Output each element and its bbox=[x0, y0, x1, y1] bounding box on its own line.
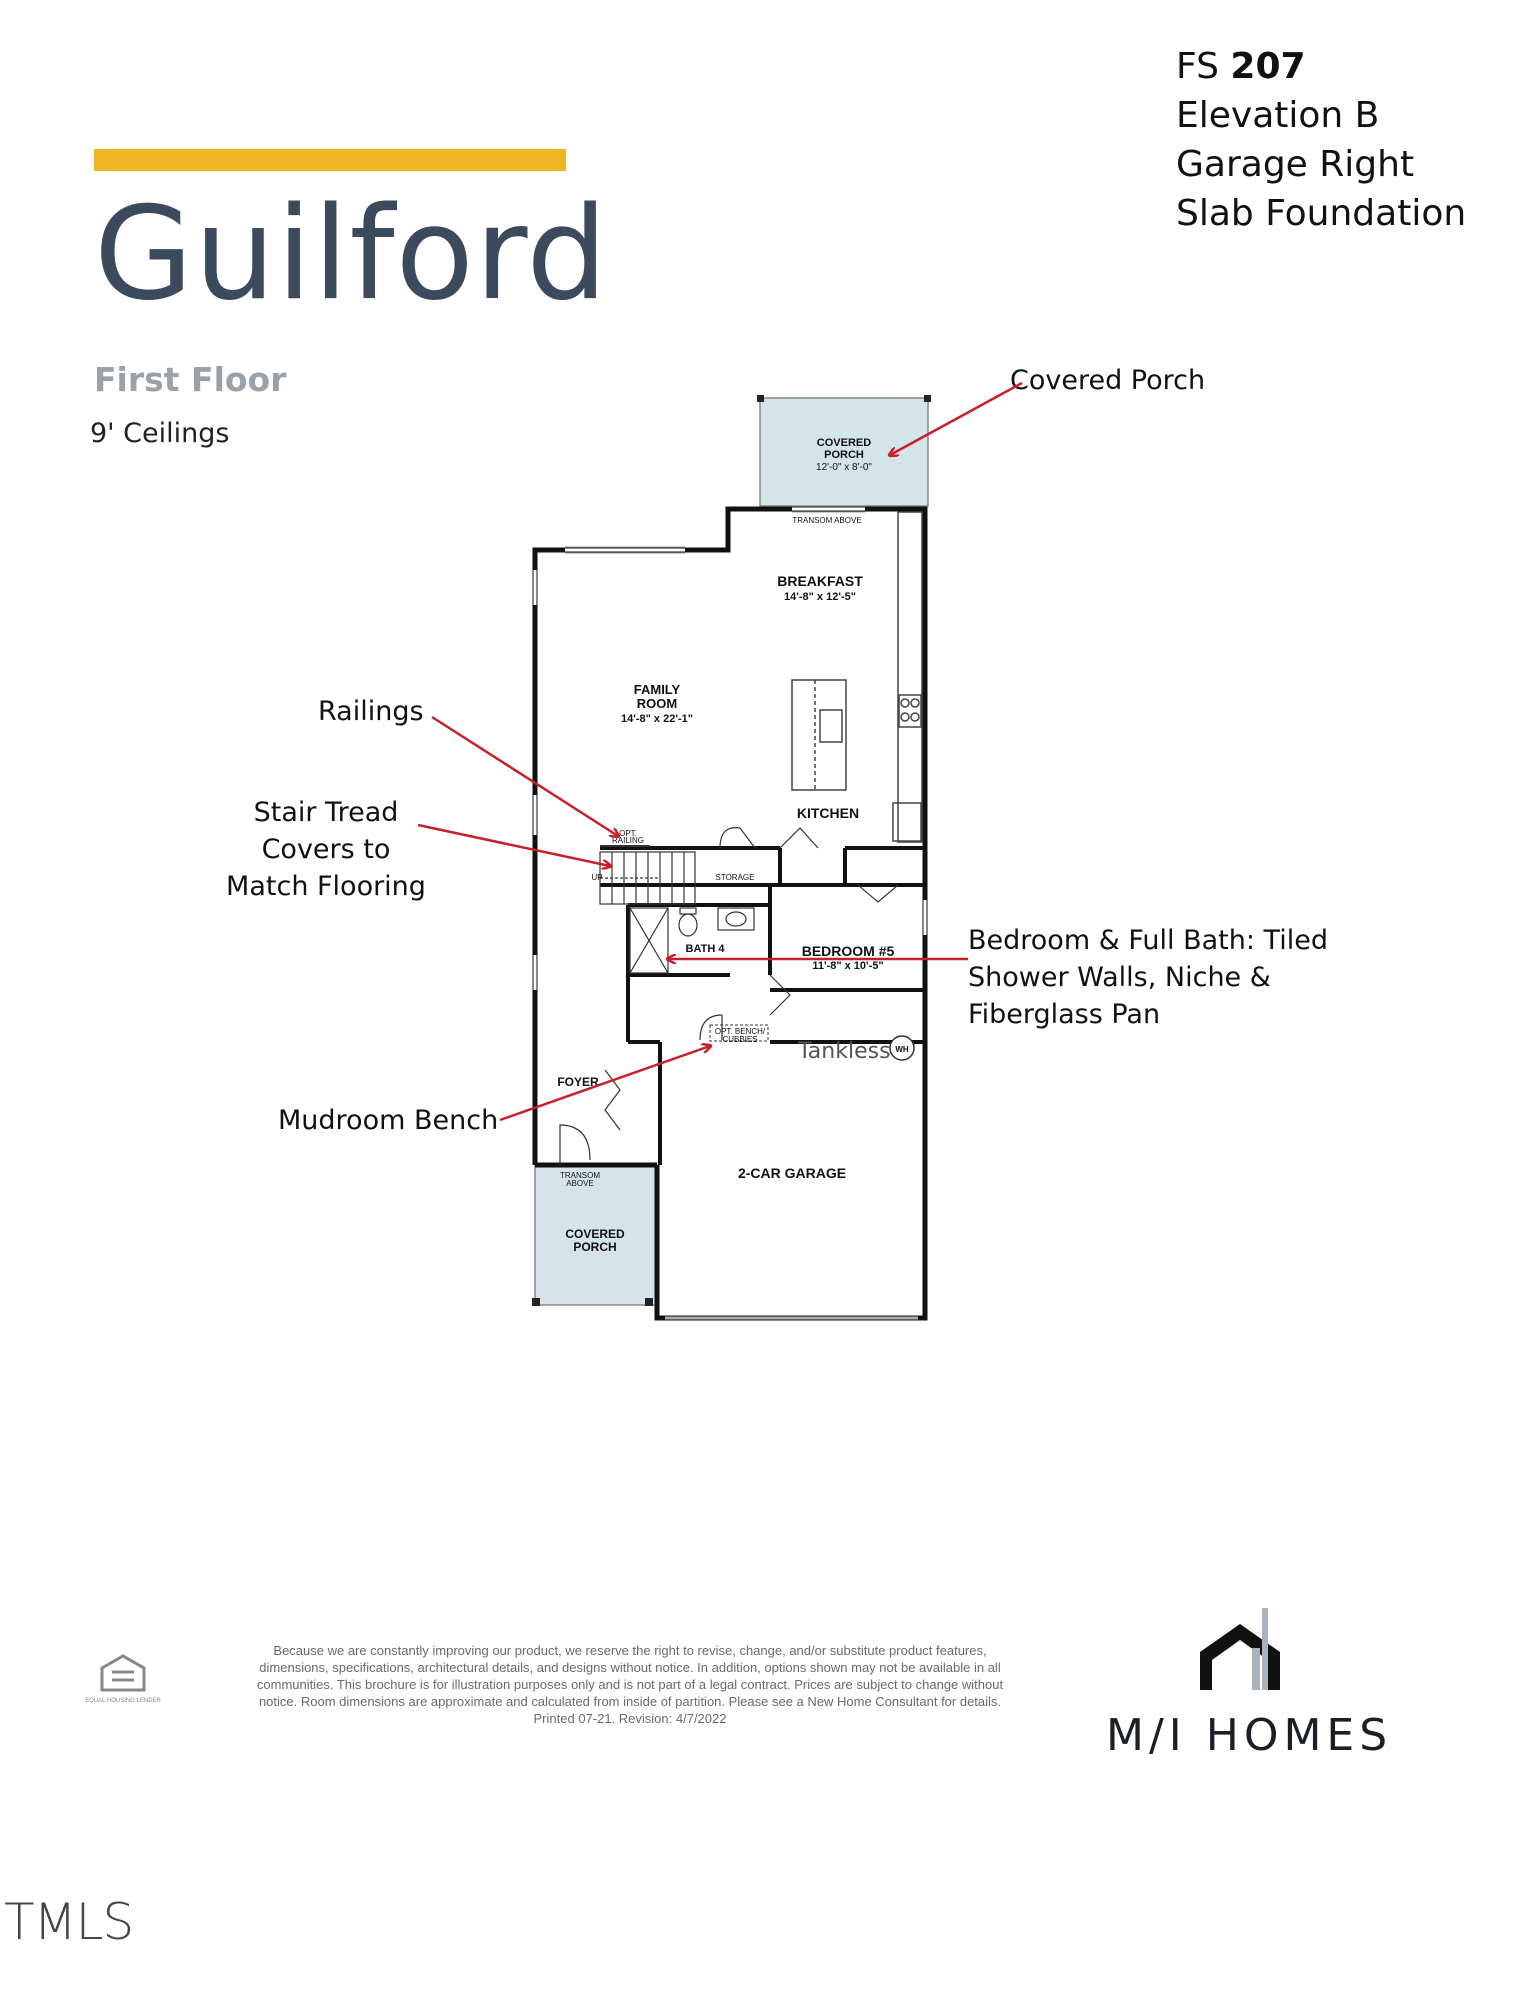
foundation: Slab Foundation bbox=[1176, 193, 1467, 234]
label-breakfast: BREAKFAST bbox=[777, 573, 863, 589]
front-porch-area bbox=[534, 1164, 658, 1306]
disclaimer: Because we are constantly improving our … bbox=[256, 1643, 1004, 1726]
ceiling-height: 9' Ceilings bbox=[90, 418, 230, 449]
mi-homes-logo-icon bbox=[1200, 1608, 1280, 1690]
label-wh: WH bbox=[895, 1045, 909, 1054]
label-bath: BATH 4 bbox=[686, 943, 726, 955]
label-transom-front-2: ABOVE bbox=[566, 1179, 594, 1188]
tmls-watermark: TMLS bbox=[4, 1893, 134, 1951]
equal-housing-icon bbox=[100, 1654, 146, 1692]
label-tankless: Tankless bbox=[797, 1039, 891, 1064]
label-rear-porch-dim: 12'-0" x 8'-0" bbox=[816, 462, 872, 473]
label-garage: 2-CAR GARAGE bbox=[738, 1165, 846, 1181]
callout-stair-tread: Stair Tread Covers to Match Flooring bbox=[226, 797, 426, 902]
label-transom-front: TRANSOM bbox=[560, 1171, 600, 1180]
label-opt-railing: OPT. bbox=[619, 829, 637, 838]
accent-bar bbox=[94, 149, 566, 171]
water-heater-icon bbox=[889, 1035, 915, 1061]
label-bedroom: BEDROOM #5 bbox=[802, 943, 895, 959]
kitchen-island bbox=[791, 679, 847, 791]
callout-mudroom-bench: Mudroom Bench bbox=[278, 1105, 499, 1136]
label-breakfast-dim: 14'-8" x 12'-5" bbox=[784, 591, 856, 603]
callout-bedroom-bath: Bedroom & Full Bath: Tiled Shower Walls,… bbox=[968, 925, 1328, 1030]
garage-side: Garage Right bbox=[1176, 144, 1415, 185]
label-front-porch-2: PORCH bbox=[573, 1240, 616, 1254]
mudroom-bench bbox=[709, 1024, 769, 1042]
label-kitchen: KITCHEN bbox=[797, 805, 859, 821]
plan-number: FS 207 bbox=[1176, 46, 1306, 87]
staircase bbox=[599, 845, 696, 905]
label-foyer: FOYER bbox=[557, 1075, 599, 1089]
bath-fixtures bbox=[629, 907, 755, 974]
callout-covered-porch: Covered Porch bbox=[1010, 365, 1206, 396]
label-bench: OPT. BENCH/ bbox=[715, 1027, 766, 1036]
kitchen-counter bbox=[892, 511, 923, 843]
rear-porch-area bbox=[759, 397, 929, 507]
label-bedroom-dim: 11'-8" x 10'-5" bbox=[812, 960, 883, 972]
elevation: Elevation B bbox=[1176, 95, 1380, 136]
label-rear-porch: COVERED bbox=[817, 437, 871, 449]
equal-housing-text: EQUAL HOUSING LENDER bbox=[85, 1698, 161, 1704]
label-bench-2: CUBBIES bbox=[722, 1035, 757, 1044]
label-rear-porch-2: PORCH bbox=[824, 449, 864, 461]
label-family-dim: 14'-8" x 22'-1" bbox=[621, 713, 693, 725]
label-front-porch: COVERED bbox=[565, 1227, 625, 1241]
interior-walls bbox=[600, 846, 925, 1165]
callout-arrows bbox=[417, 381, 1023, 1122]
label-storage: STORAGE bbox=[716, 873, 755, 882]
page-title: Guilford bbox=[94, 180, 609, 329]
label-family-2: ROOM bbox=[637, 696, 677, 711]
plan-info: FS 207 Elevation B Garage Right Slab Fou… bbox=[1176, 42, 1466, 238]
floor-label: First Floor bbox=[94, 360, 287, 399]
label-transom-rear: TRANSOM ABOVE bbox=[792, 516, 861, 525]
brand-name: M/I HOMES bbox=[1106, 1710, 1393, 1761]
label-opt-railing-2: RAILING bbox=[612, 836, 644, 845]
label-up: UP bbox=[591, 873, 602, 882]
callout-railings: Railings bbox=[318, 696, 424, 727]
label-family: FAMILY bbox=[634, 682, 681, 697]
